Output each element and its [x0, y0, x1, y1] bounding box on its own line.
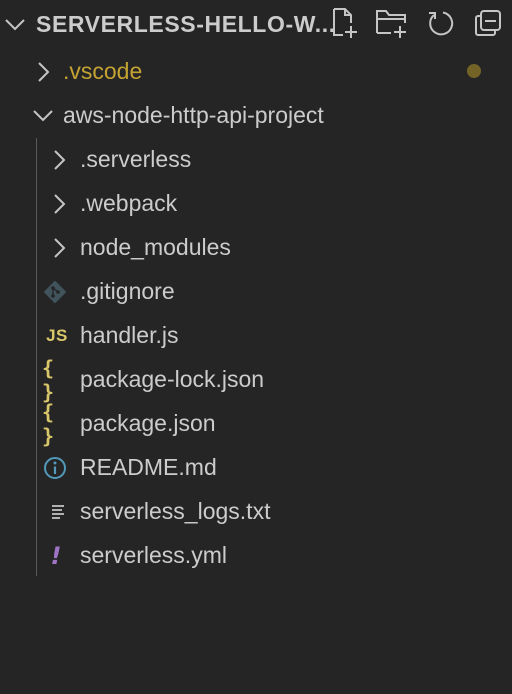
tree-item-handler-js[interactable]: JS handler.js — [0, 314, 512, 358]
json-icon: { } — [42, 356, 72, 404]
tree-item-label: handler.js — [80, 322, 179, 348]
tree-item-webpack-folder[interactable]: .webpack — [0, 182, 512, 226]
tree-item-serverless-yml[interactable]: ! serverless.yml — [0, 534, 512, 578]
yaml-icon: ! — [42, 542, 70, 570]
json-icon-text: { } — [42, 356, 54, 404]
new-folder-button[interactable] — [375, 8, 409, 42]
info-icon — [41, 454, 69, 482]
tree-item-label: node_modules — [80, 234, 231, 260]
tree-item-label: aws-node-http-api-project — [63, 102, 324, 128]
tree-item-label: .gitignore — [80, 278, 175, 304]
tree-item-serverless-logs[interactable]: serverless_logs.txt — [0, 490, 512, 534]
tree-item-vscode[interactable]: .vscode — [0, 50, 512, 94]
chevron-right-icon — [34, 59, 54, 85]
tree-item-label: package-lock.json — [80, 366, 265, 392]
chevron-right-icon — [50, 147, 70, 173]
git-icon — [41, 278, 69, 306]
refresh-button[interactable] — [423, 8, 457, 42]
tree-item-package-json[interactable]: { } package.json — [0, 400, 512, 448]
new-file-icon — [329, 7, 359, 44]
tree-item-label: package.json — [80, 410, 216, 436]
workspace-title[interactable]: SERVERLESS-HELLO-W... — [36, 11, 336, 37]
tree-item-readme[interactable]: README.md — [0, 446, 512, 490]
refresh-icon — [425, 8, 455, 43]
collapse-all-icon — [473, 8, 503, 43]
javascript-icon-text: JS — [46, 326, 68, 345]
tree-item-package-lock-json[interactable]: { } package-lock.json — [0, 356, 512, 404]
tree-item-gitignore[interactable]: .gitignore — [0, 270, 512, 314]
tree-item-label: serverless_logs.txt — [80, 498, 271, 524]
json-icon: { } — [42, 400, 72, 448]
explorer-header[interactable]: SERVERLESS-HELLO-W... — [0, 0, 512, 50]
tree-item-label: .vscode — [63, 58, 143, 84]
new-folder-icon — [375, 7, 409, 44]
text-file-icon — [44, 498, 72, 526]
json-icon-text: { } — [42, 400, 54, 448]
tree-item-project[interactable]: aws-node-http-api-project — [0, 94, 512, 138]
tree-item-serverless-folder[interactable]: .serverless — [0, 138, 512, 182]
chevron-right-icon — [50, 235, 70, 261]
yaml-icon-text: ! — [50, 542, 62, 570]
tree-item-label: .serverless — [80, 146, 192, 172]
indent-guide — [36, 138, 37, 576]
tree-item-label: README.md — [80, 454, 217, 480]
tree-item-label: serverless.yml — [80, 542, 227, 568]
collapse-all-button[interactable] — [471, 8, 505, 42]
chevron-down-icon[interactable] — [4, 12, 26, 38]
chevron-down-icon — [32, 103, 53, 129]
tree-item-node-modules[interactable]: node_modules — [0, 226, 512, 270]
modified-badge — [467, 64, 481, 78]
chevron-right-icon — [50, 191, 70, 217]
tree-item-label: .webpack — [80, 190, 178, 216]
javascript-icon: JS — [42, 322, 72, 350]
new-file-button[interactable] — [327, 7, 361, 44]
